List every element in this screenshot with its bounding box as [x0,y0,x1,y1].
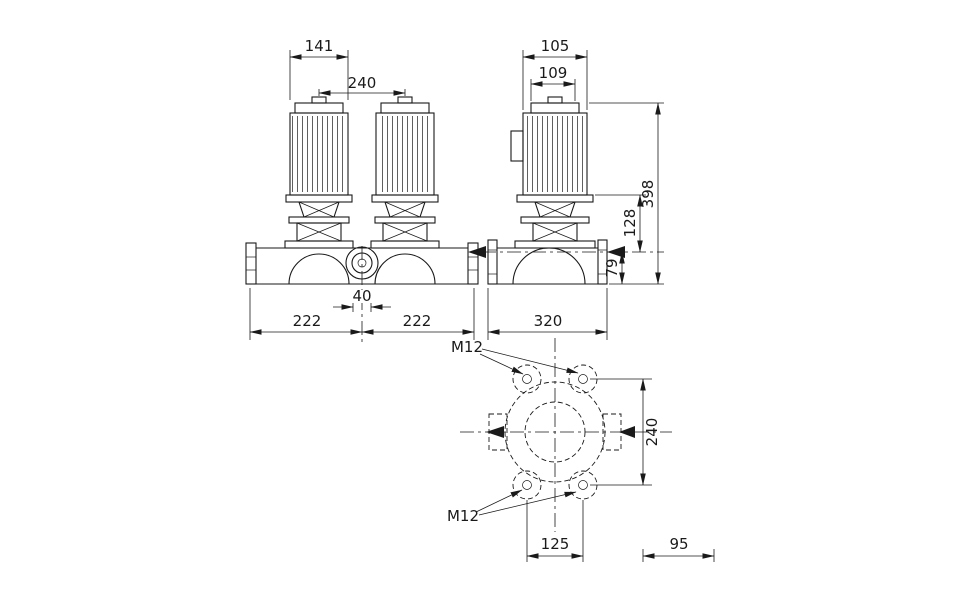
pump-top-flange [514,240,596,249]
label-backing [350,290,374,303]
dim-79: 79 [603,251,625,285]
motor-cooling-fins [378,116,432,192]
flow-arrow-right [619,426,635,438]
dim-240-plan: 240 [590,378,661,486]
right-volute-arc [374,253,436,285]
dim-141: 141 [289,37,349,100]
bolt-boss [512,470,542,500]
dim-95-label: 95 [669,535,688,553]
motor-shaft-cap [311,96,327,104]
callout-m12-top: M12 [451,338,579,375]
motor-base-flange [371,194,439,203]
discharge-flange [597,239,608,285]
dim-40-label: 40 [352,287,371,305]
motor-cooling-fins [292,116,346,192]
plan-outline [486,364,635,500]
lantern-brace [539,201,576,218]
pump-top-flange [284,240,354,249]
lantern-brace [389,201,426,218]
dim-40: 40 [333,287,391,312]
motor-shaft-cap [547,96,563,104]
lantern-brace [298,201,335,218]
motor-top-cap [294,102,344,114]
dim-240-plan-label: 240 [643,418,661,447]
dim-398: 398 [589,102,664,285]
m12-bottom-label: M12 [447,507,479,525]
leader-line [478,491,577,516]
front-view: 141 240 40 222 222 [245,37,479,342]
dim-222-right: 222 [361,288,475,340]
left-port-flange [245,242,257,285]
volute-inner-outline [524,401,586,463]
bolt-hole [578,374,588,384]
dim-320-label: 320 [534,312,563,330]
motor-base-flange [285,194,353,203]
motor-base-flange [516,194,594,203]
coupling-flange [520,216,590,224]
m12-top-label: M12 [451,338,483,356]
dim-109: 109 [530,64,576,101]
front-left-motor [284,96,354,249]
dim-222-left-label: 222 [293,312,322,330]
column-brace [296,222,342,242]
pump-top-flange [370,240,440,249]
dim-125: 125 [526,500,584,562]
side-view: 105 109 398 128 79 320 [468,37,664,340]
bolt-hole [522,480,532,490]
leader-line [481,348,579,374]
bolt-hole [578,480,588,490]
motor-top-cap [530,102,580,114]
flow-arrow-left [486,426,504,438]
terminal-box [510,130,524,162]
bolt-hole [522,374,532,384]
leader-line [475,489,523,513]
dim-95: 95 [642,535,715,562]
lantern-brace [303,201,340,218]
left-volute-arc [288,253,350,285]
front-right-motor [370,96,440,249]
dim-109-label: 109 [539,64,568,82]
side-pump-housing [468,239,625,285]
dim-125-label: 125 [541,535,570,553]
motor-top-cap [380,102,430,114]
lantern-brace [534,201,571,218]
dim-222-left: 222 [249,288,363,340]
side-motor [510,96,596,249]
motor-shaft-cap [397,96,413,104]
dim-222-right-label: 222 [403,312,432,330]
suction-flange [487,239,498,285]
column-brace [532,222,578,242]
motor-cooling-fins [526,116,584,192]
dim-398-label: 398 [639,180,657,209]
dim-105: 105 [522,37,588,110]
dim-320: 320 [487,288,608,340]
leader-line [479,353,524,375]
coupling-flange [288,216,350,224]
dim-240-front: 240 [318,74,406,96]
column-brace [382,222,428,242]
dim-240-front-label: 240 [348,74,377,92]
volute-outline [504,381,606,483]
dim-105-label: 105 [541,37,570,55]
flow-arrow-left [468,246,486,258]
bolt-boss [512,364,542,394]
lantern-brace [384,201,421,218]
plan-view: M12 M12 240 125 95 [447,338,715,562]
volute-arc [512,247,586,285]
right-port-flange [467,242,479,285]
coupling-flange [374,216,436,224]
dim-128-label: 128 [621,209,639,238]
dim-79-label: 79 [603,258,621,277]
dim-128: 128 [595,194,646,253]
dim-141-label: 141 [305,37,334,55]
callout-m12-bottom: M12 [447,489,577,525]
